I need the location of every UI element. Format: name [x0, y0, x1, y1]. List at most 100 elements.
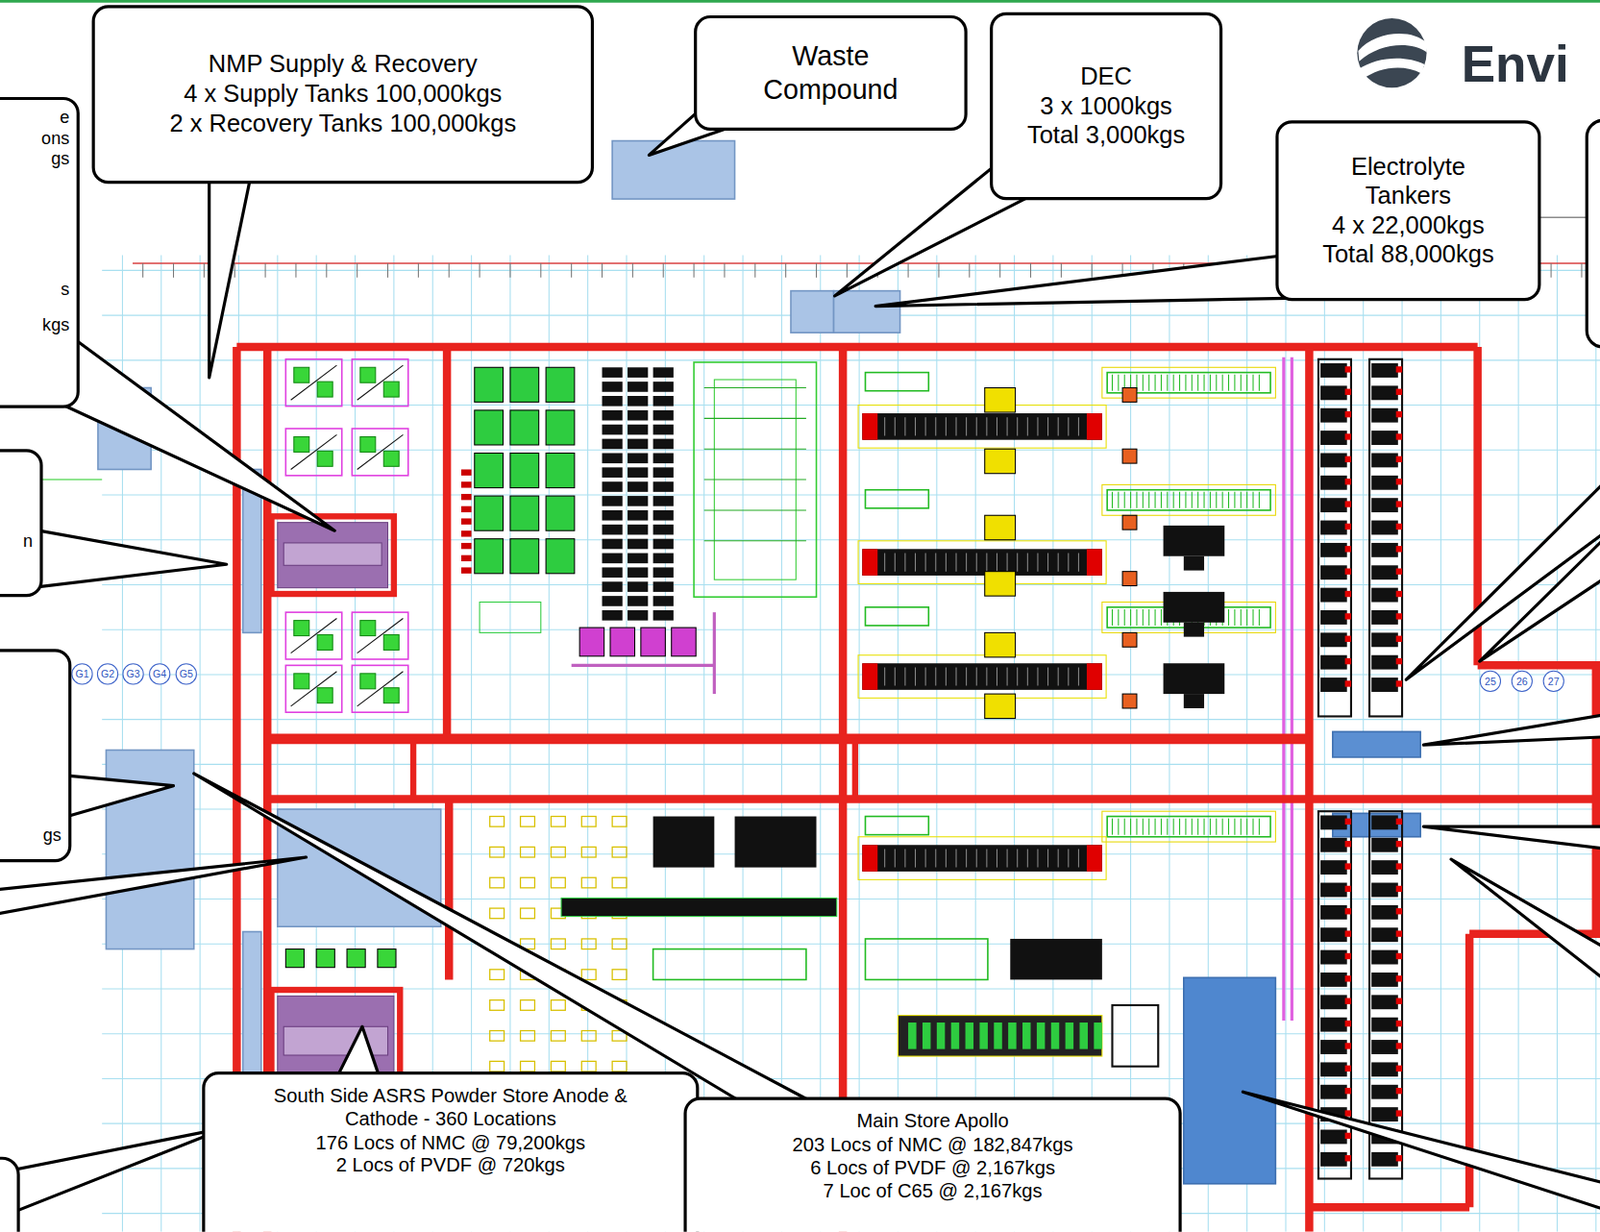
rack-unit [1320, 905, 1348, 920]
rack-unit [627, 495, 648, 507]
tray [520, 846, 536, 858]
hatch [1258, 609, 1260, 626]
cad-line [1016, 666, 1018, 686]
rack-unit [1320, 408, 1348, 423]
marker [1345, 1020, 1352, 1027]
grid-marker: G1 [71, 663, 93, 685]
hatch [1124, 818, 1126, 836]
cad-line [965, 666, 967, 686]
marker [1396, 366, 1403, 372]
callout-box: NMP Supply & Recovery4 x Supply Tanks 10… [92, 4, 594, 184]
cad-line [1047, 553, 1049, 572]
marker [1396, 545, 1403, 552]
rack-frame [1318, 359, 1352, 717]
callout-pointer [875, 254, 1302, 306]
callout-text: s [60, 279, 70, 301]
control-box [984, 388, 1016, 413]
callout-heading: gs [43, 825, 62, 847]
cad-line [1016, 553, 1018, 572]
hatch [1111, 492, 1113, 509]
machine-end [1086, 663, 1103, 690]
tray [520, 1060, 536, 1072]
hatch [1130, 609, 1132, 626]
wall-tick [815, 263, 817, 278]
tray [612, 938, 627, 950]
marker [461, 493, 472, 500]
hatch [1155, 374, 1157, 392]
marker [1396, 1155, 1403, 1161]
wall-tick [1030, 263, 1032, 278]
callout-pointer [67, 775, 173, 816]
grid-label: G2 [100, 667, 115, 681]
marker [461, 517, 472, 524]
cad-line [955, 417, 957, 436]
callout-heading: DEC [1080, 62, 1133, 93]
rack-unit [1371, 408, 1399, 423]
rack-unit [653, 381, 674, 393]
cad-line [965, 417, 967, 436]
mixer-cell [285, 664, 342, 713]
calender-line [861, 548, 1103, 576]
cad-line [914, 849, 916, 868]
cell-slot [1051, 1022, 1059, 1050]
coater-unit [474, 367, 504, 402]
cad-line [1047, 417, 1049, 436]
hatch [1246, 609, 1248, 626]
cad-line [1067, 553, 1069, 572]
callout-text: kgs [42, 315, 70, 337]
coater-unit [474, 495, 504, 531]
tray [490, 877, 505, 888]
rack-unit [1320, 452, 1348, 468]
mixer [316, 949, 335, 968]
tray [550, 938, 566, 950]
grid-label: 27 [1548, 674, 1560, 688]
rack-unit [653, 524, 674, 536]
rack-unit [1320, 520, 1348, 536]
cad-line [945, 553, 947, 572]
cad-line [291, 618, 338, 654]
callout-text: 203 Locs of NMC @ 182,847kgs [792, 1133, 1074, 1157]
machine-end [861, 844, 878, 872]
hatch [1197, 374, 1199, 392]
storage-zone [790, 291, 835, 334]
marker [1396, 998, 1403, 1005]
rack-unit [1320, 677, 1348, 692]
marker [1345, 636, 1352, 642]
marker [1345, 658, 1352, 665]
coater-head [864, 490, 929, 509]
marker [1345, 908, 1352, 914]
rack-unit [653, 581, 674, 592]
cad-line [894, 849, 896, 868]
rack-unit [1371, 927, 1399, 942]
cad-line [1067, 417, 1069, 436]
callout-heading: NMP Supply & Recovery [208, 49, 478, 80]
rack-unit [1371, 950, 1399, 965]
rack-unit [627, 439, 648, 450]
marker [461, 530, 472, 537]
cad-line [965, 553, 967, 572]
mixer-cell [351, 612, 408, 660]
hatch [1228, 818, 1230, 836]
hatch [1117, 818, 1119, 836]
rack-unit [1320, 1130, 1348, 1145]
rack-unit [1371, 1061, 1399, 1077]
hatch [1155, 609, 1157, 626]
cad-detail [0, 141, 1600, 1232]
grid-marker: 26 [1511, 670, 1533, 692]
mixer [383, 688, 399, 704]
track-rung [704, 509, 807, 511]
rack-unit [1371, 677, 1399, 692]
rack-unit [602, 595, 623, 607]
hatch [1197, 818, 1199, 836]
tray [612, 816, 627, 828]
callout-pointers [0, 97, 1600, 1232]
hatch [1148, 374, 1150, 392]
rack-unit [627, 524, 648, 536]
control-box [1122, 571, 1137, 587]
marker [1345, 998, 1352, 1005]
machine-end [861, 548, 878, 576]
callout-pointer [1451, 859, 1600, 982]
wall-tick [142, 263, 144, 278]
hatch [1215, 818, 1217, 836]
